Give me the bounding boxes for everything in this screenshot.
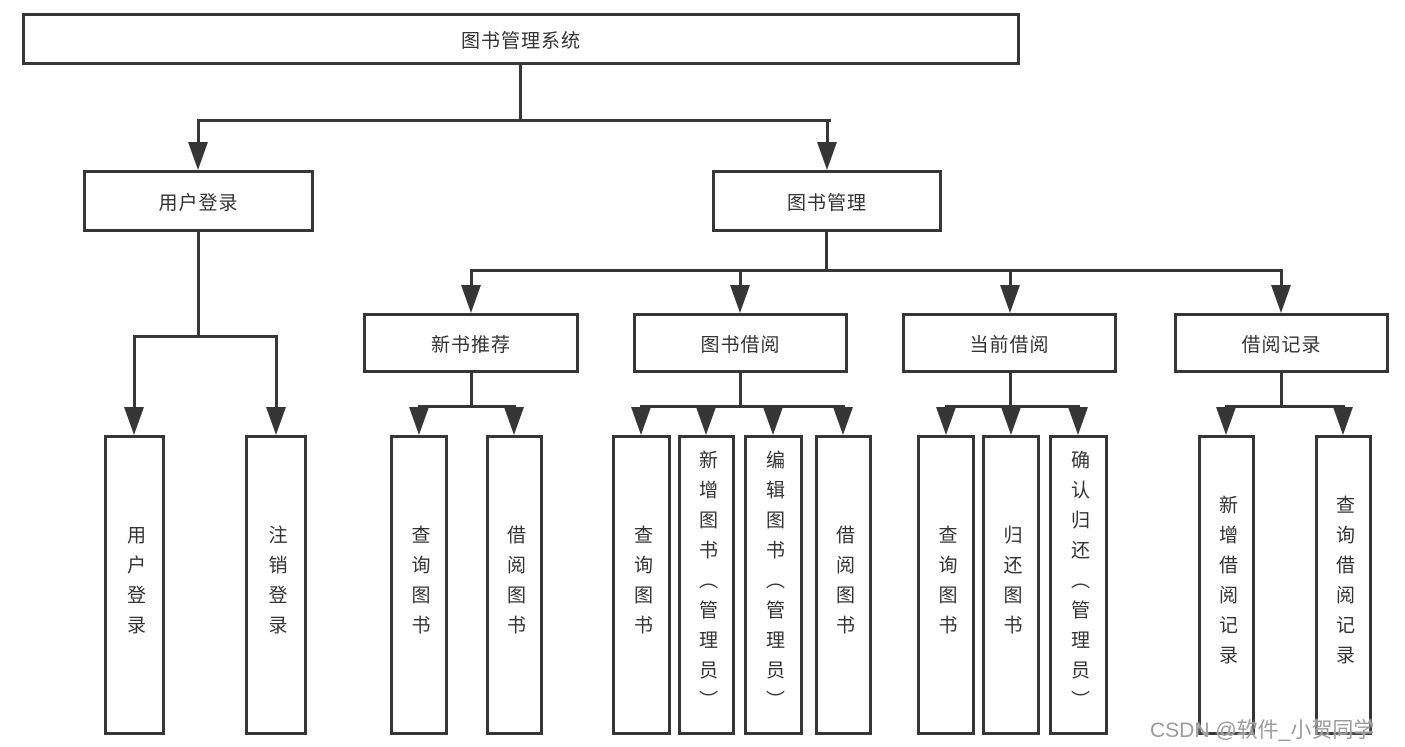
leaf-add-borrow-record-label: 新增借阅记录 — [1216, 495, 1237, 675]
arrow-down-icon — [266, 407, 286, 435]
node-user-login: 用户登录 — [83, 170, 314, 232]
leaf-edit-book-admin: 编辑图书（管理员） — [744, 435, 803, 735]
connector-line — [133, 335, 278, 338]
node-new-book-recommend: 新书推荐 — [363, 313, 579, 373]
node-book-borrow-label: 图书借阅 — [700, 334, 781, 356]
connector-line — [739, 372, 742, 408]
connector-line — [825, 231, 828, 272]
node-new-book-recommend-label: 新书推荐 — [430, 334, 511, 356]
connector-line — [470, 269, 1283, 272]
arrow-down-icon — [1216, 407, 1236, 435]
arrow-down-icon — [1068, 407, 1088, 435]
arrow-down-icon — [1000, 285, 1020, 313]
leaf-return-book-label: 归还图书 — [1000, 525, 1022, 645]
connector-line — [470, 372, 473, 408]
arrow-down-icon — [409, 407, 429, 435]
arrow-down-icon — [461, 285, 481, 313]
arrow-down-icon — [730, 285, 750, 313]
leaf-add-book-admin: 新增图书（管理员） — [678, 435, 735, 735]
leaf-borrow-book-recommend-label: 借阅图书 — [504, 525, 525, 645]
leaf-logout-login-label: 注销登录 — [265, 525, 287, 645]
arrow-down-icon — [124, 407, 144, 435]
leaf-query-book-current: 查询图书 — [917, 435, 975, 735]
connector-line — [1225, 405, 1345, 408]
arrow-down-icon — [188, 142, 208, 170]
node-book-management: 图书管理 — [712, 170, 942, 232]
leaf-edit-book-admin-label: 编辑图书（管理员） — [763, 450, 784, 720]
leaf-query-book-recommend-label: 查询图书 — [408, 525, 430, 645]
leaf-return-book: 归还图书 — [982, 435, 1040, 735]
leaf-query-book-borrow: 查询图书 — [612, 435, 671, 735]
leaf-borrow-book-recommend: 借阅图书 — [486, 435, 543, 735]
leaf-logout-login: 注销登录 — [245, 435, 307, 735]
connector-line — [519, 64, 522, 121]
leaf-add-book-admin-label: 新增图书（管理员） — [696, 450, 717, 720]
arrow-down-icon — [504, 407, 524, 435]
node-root-label: 图书管理系统 — [460, 30, 581, 52]
csdn-watermark: CSDN @软件_小贺同学 — [1150, 719, 1375, 742]
connector-line — [418, 405, 516, 408]
node-user-login-label: 用户登录 — [158, 192, 239, 214]
arrow-down-icon — [833, 407, 853, 435]
connector-line — [739, 270, 742, 288]
connector-line — [1280, 372, 1283, 408]
connector-line — [133, 336, 136, 411]
arrow-down-icon — [631, 407, 651, 435]
leaf-user-login: 用户登录 — [104, 435, 165, 735]
leaf-query-book-recommend: 查询图书 — [390, 435, 448, 735]
leaf-query-borrow-record-label: 查询借阅记录 — [1333, 495, 1354, 675]
leaf-add-borrow-record: 新增借阅记录 — [1198, 435, 1255, 735]
arrow-down-icon — [817, 142, 837, 170]
leaf-borrow-book-label: 借阅图书 — [833, 525, 854, 645]
arrow-down-icon — [936, 407, 956, 435]
leaf-query-borrow-record: 查询借阅记录 — [1315, 435, 1372, 735]
connector-line — [197, 231, 200, 338]
connector-line — [470, 270, 473, 288]
node-current-borrow-label: 当前借阅 — [969, 334, 1050, 356]
connector-line — [1280, 270, 1283, 288]
connector-line — [1009, 270, 1012, 288]
connector-line — [945, 405, 1080, 408]
connector-line — [826, 120, 829, 152]
arrow-down-icon — [1333, 407, 1353, 435]
connector-line — [197, 119, 831, 122]
arrow-down-icon — [696, 407, 716, 435]
connector-line — [1009, 372, 1012, 408]
node-root: 图书管理系统 — [22, 13, 1020, 65]
leaf-query-book-borrow-label: 查询图书 — [631, 525, 652, 645]
node-book-management-label: 图书管理 — [786, 192, 867, 214]
node-book-borrow: 图书借阅 — [633, 313, 848, 373]
arrow-down-icon — [1001, 407, 1021, 435]
leaf-confirm-return-admin-label: 确认归还（管理员） — [1068, 450, 1089, 720]
node-current-borrow: 当前借阅 — [902, 313, 1117, 373]
connector-line — [275, 336, 278, 411]
leaf-user-login-label: 用户登录 — [124, 525, 145, 645]
connector-line — [640, 405, 845, 408]
node-borrow-record: 借阅记录 — [1174, 313, 1389, 373]
leaf-query-book-current-label: 查询图书 — [935, 525, 957, 645]
leaf-borrow-book: 借阅图书 — [815, 435, 872, 735]
connector-line — [197, 120, 200, 152]
arrow-down-icon — [1271, 285, 1291, 313]
arrow-down-icon — [763, 407, 783, 435]
node-borrow-record-label: 借阅记录 — [1241, 334, 1322, 356]
leaf-confirm-return-admin: 确认归还（管理员） — [1049, 435, 1108, 735]
